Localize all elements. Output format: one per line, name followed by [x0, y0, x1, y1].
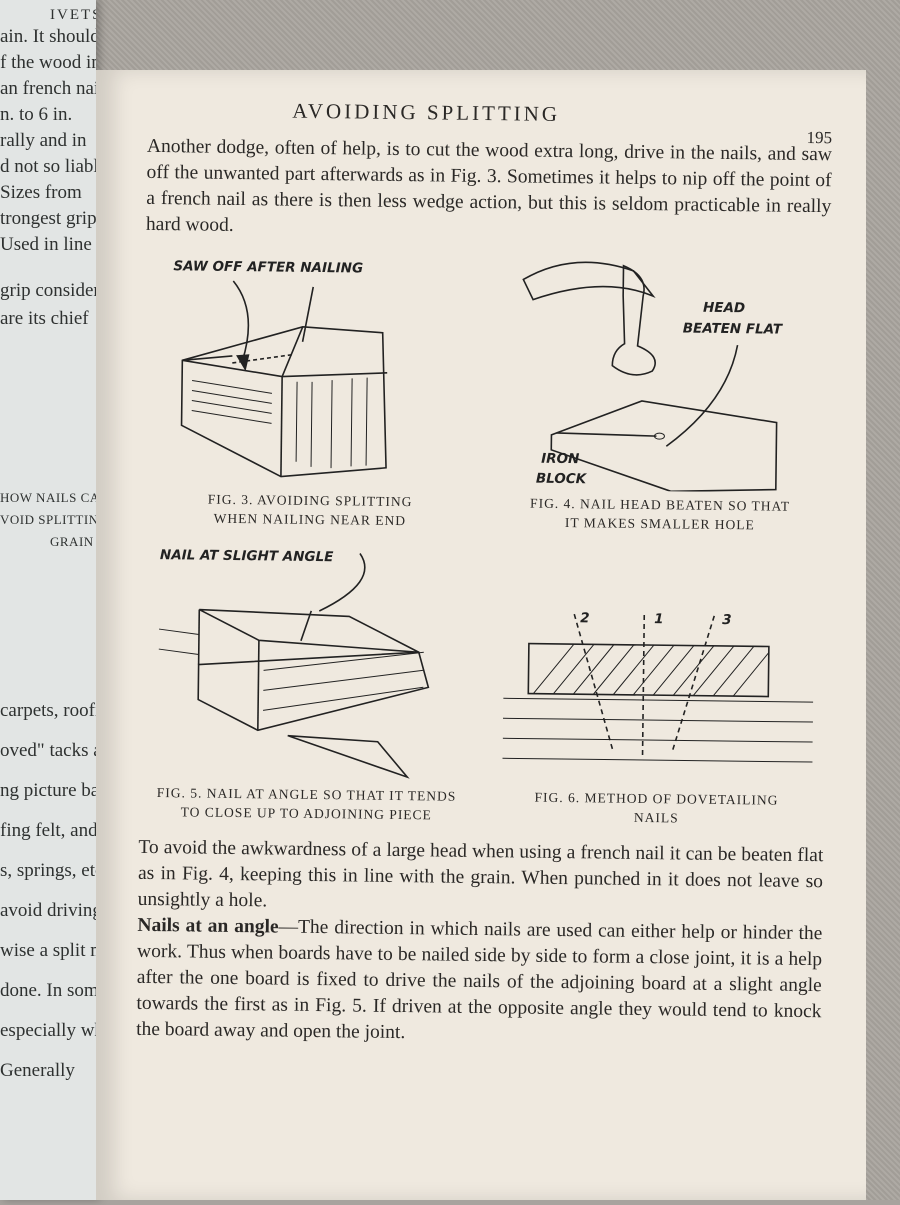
- left-text-line: carpets, roofing: [0, 700, 96, 721]
- left-text-line: Generally: [0, 1060, 75, 1081]
- left-text-line: trongest grip of: [0, 208, 96, 229]
- figure-4-label-beaten-flat: BEATEN FLAT: [682, 320, 783, 337]
- paragraph-2: To avoid the awkwardness of a large head…: [137, 836, 824, 912]
- left-caption-line: VOID SPLITTING: [0, 512, 96, 527]
- left-caption-line: HOW NAILS CAN BE: [0, 490, 96, 505]
- paragraph-3: Nails at an angle—The direction in which…: [136, 913, 823, 1051]
- figure-4-caption-line-1: FIG. 4. NAIL HEAD BEATEN SO THAT: [530, 495, 791, 514]
- figure-6-illustration: 2 1 3: [501, 610, 813, 763]
- figure-5-illustration: NAIL AT SLIGHT ANGLE: [158, 547, 429, 779]
- figure-4-caption: FIG. 4. NAIL HEAD BEATEN SO THAT IT MAKE…: [492, 493, 827, 535]
- figure-5: NAIL AT SLIGHT ANGLE FIG. 5. NAIL AT ANG…: [139, 539, 477, 825]
- left-page: IVETS HOW NAILS CAN BE VOID SPLITTING GR…: [0, 0, 96, 1200]
- left-text-line: are its chief: [0, 308, 89, 329]
- left-text-line: oved" tacks and: [0, 740, 96, 761]
- figure-6-nail-label: 3: [722, 612, 732, 628]
- figure-3-label: SAW OFF AFTER NAILING: [173, 258, 363, 276]
- left-text-line: d not so liable: [0, 156, 96, 177]
- figure-3-caption: FIG. 3. AVOIDING SPLITTING WHEN NAILING …: [142, 489, 477, 531]
- left-text-line: especially when: [0, 1020, 96, 1041]
- figure-5-label: NAIL AT SLIGHT ANGLE: [159, 547, 333, 565]
- left-text-line: n. to 6 in.: [0, 104, 73, 125]
- figure-6-nail-label: 1: [654, 611, 664, 627]
- left-text-line: ain. It should: [0, 26, 96, 47]
- left-running-head: IVETS: [50, 7, 96, 23]
- left-text-line: wise a split may: [0, 940, 96, 961]
- figure-4: HEAD BEATEN FLAT IRON BLOCK FIG. 4. NAIL…: [492, 254, 830, 535]
- figure-4-illustration: HEAD BEATEN FLAT IRON BLOCK: [521, 261, 783, 493]
- paragraph-3-heading: Nails at an angle: [137, 914, 279, 938]
- left-text-line: ng picture backs: [0, 780, 96, 801]
- figure-5-caption: FIG. 5. NAIL AT ANGLE SO THAT IT TENDS T…: [139, 783, 474, 825]
- left-text-line: s, springs, etc.: [0, 860, 96, 881]
- left-text-line: grip considering: [0, 280, 96, 301]
- figure-6: 2 1 3 FIG. 6. METHOD OF DOVETAILING NAIL…: [489, 543, 827, 829]
- intro-paragraph: Another dodge, often of help, is to cut …: [145, 135, 833, 236]
- figure-4-label-iron: IRON: [541, 451, 580, 467]
- figure-4-label-head: HEAD: [702, 300, 744, 317]
- figure-3-caption-line-2: WHEN NAILING NEAR END: [213, 510, 407, 529]
- left-text-line: an french nails: [0, 78, 96, 99]
- left-text-line: f the wood in: [0, 52, 96, 73]
- left-text-line: Sizes from: [0, 182, 82, 203]
- left-text-line: avoid driving: [0, 900, 96, 921]
- left-text-line: Used in line: [0, 234, 92, 255]
- figure-3: SAW OFF AFTER NAILING FIG. 3. AVOIDING S…: [142, 250, 480, 531]
- figure-6-caption-line-1: FIG. 6. METHOD OF DOVETAILING: [534, 789, 779, 808]
- running-head: AVOIDING SPLITTING: [292, 98, 561, 126]
- figure-3-illustration: SAW OFF AFTER NAILING: [173, 258, 387, 478]
- figure-6-nail-label: 2: [580, 610, 590, 626]
- left-text-line: rally and in: [0, 130, 87, 151]
- book-page: AVOIDING SPLITTING 195 Another dodge, of…: [96, 70, 866, 1200]
- figure-6-caption: FIG. 6. METHOD OF DOVETAILING NAILS: [489, 787, 824, 829]
- figure-4-label-block: BLOCK: [535, 471, 587, 488]
- page-number: 195: [806, 127, 833, 148]
- left-caption-line: GRAIN: [50, 534, 94, 549]
